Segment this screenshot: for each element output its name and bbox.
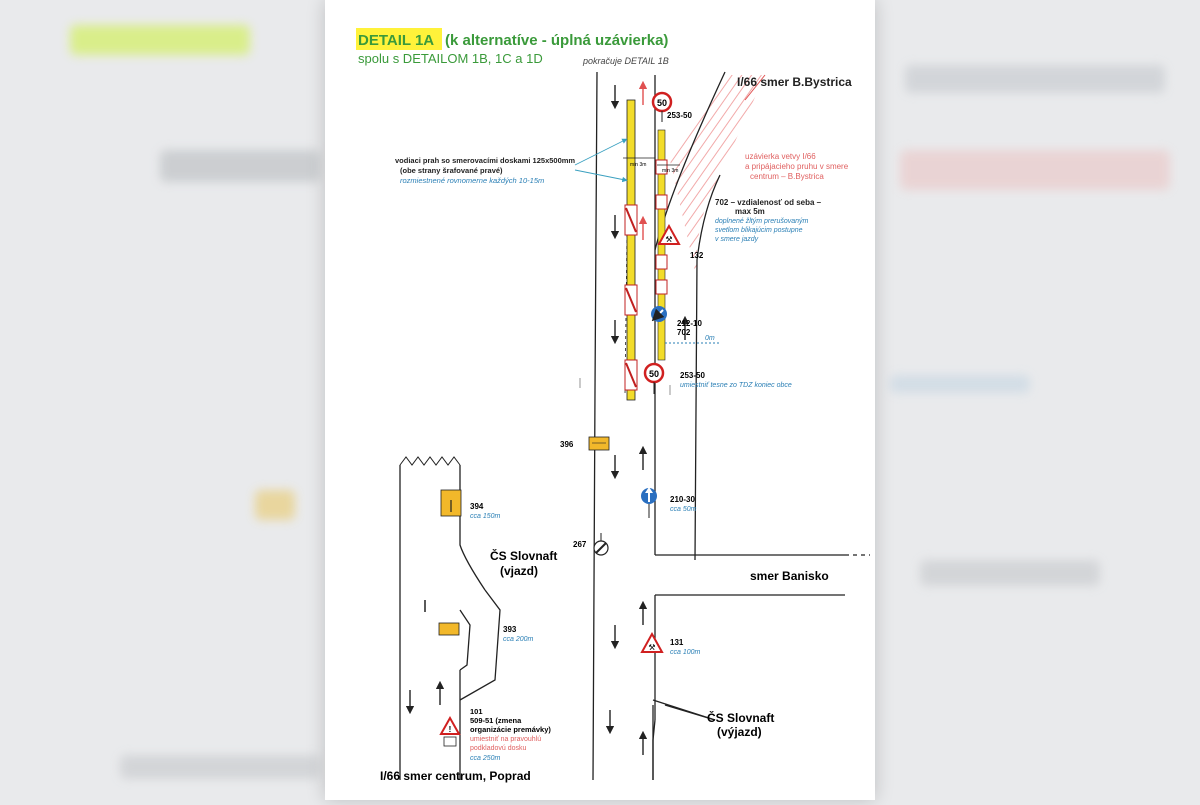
zero-m-label: 0m	[705, 335, 715, 342]
blurred-blue-right	[890, 375, 1030, 393]
side-road-left	[399, 456, 501, 780]
label-101-3: organizácie premávky)	[470, 725, 551, 734]
guiding-sill	[624, 99, 638, 401]
banisko-road	[655, 554, 870, 596]
closure-note-3: centrum – B.Bystrica	[750, 172, 824, 181]
blurred-text-right	[905, 65, 1165, 93]
sill-note-2: (obe strany šrafované pravé)	[400, 166, 503, 175]
continues-label: pokračuje DETAIL 1B	[582, 56, 669, 66]
label-393: 393	[503, 625, 517, 634]
label-101-2: 509-51 (zmena	[470, 716, 522, 725]
sill-note-3: rozmiestnené rovnomerne každých 10-15m	[400, 176, 544, 185]
s702-note-1: 702 – vzdialenosť od seba –	[715, 198, 822, 207]
blurred-sign-left	[255, 490, 295, 520]
label-212-1: 212-10	[677, 319, 702, 328]
s702-note-4: svetlom blikajúcim postupne	[715, 227, 803, 234]
blurred-text-right-2	[920, 560, 1100, 586]
main-road	[592, 71, 656, 781]
closure-note-1: uzávierka vetvy I/66	[745, 152, 816, 161]
sill-note-1: vodiaci prah so smerovacími doskami 125x…	[395, 156, 575, 165]
label-101-dist: cca 250m	[470, 755, 501, 762]
label-132: 132	[690, 251, 704, 260]
label-267: 267	[573, 540, 587, 549]
road-south-label: I/66 smer centrum, Poprad	[380, 769, 531, 783]
blurred-red-right	[900, 150, 1170, 190]
svg-text:50: 50	[649, 369, 659, 379]
blurred-text-left	[160, 150, 320, 182]
label-253-mid: 253-50	[680, 371, 705, 380]
label-131-dist: cca 100m	[670, 649, 701, 656]
small-markers	[579, 378, 671, 395]
end-restriction-sign-267	[593, 533, 609, 556]
label-253-mid-note: umiestniť tesne zo TDZ koniec obce	[680, 382, 792, 389]
sill-pointer-lines	[574, 138, 628, 183]
branch-road	[654, 71, 766, 561]
slovnaft-exit-label-1: ČS Slovnaft	[707, 710, 774, 725]
straight-ahead-sign-210	[641, 487, 657, 518]
slovnaft-exit-road	[652, 699, 716, 780]
slovnaft-entry-label-1: ČS Slovnaft	[490, 548, 557, 563]
s702-note-2: max 5m	[735, 207, 765, 216]
s702-note-3: doplnené žltým prerušovaným	[715, 218, 809, 225]
label-101-5: podkladovú dosku	[470, 745, 527, 752]
slovnaft-exit-label-2: (výjazd)	[717, 725, 762, 739]
min-3m-b: min 3m	[662, 168, 678, 174]
road-banisko-label: smer Banisko	[750, 569, 829, 583]
label-393-dist: cca 200m	[503, 636, 534, 643]
title-rest: (k alternatíve - úplná uzávierka)	[445, 32, 668, 49]
blurred-highlight	[70, 25, 250, 55]
subtitle: spolu s DETAILOM 1B, 1C a 1D	[358, 51, 543, 66]
svg-text:⚒: ⚒	[665, 235, 672, 244]
label-394-dist: cca 150m	[470, 513, 501, 520]
roadwork-warning-sign-131: ⚒	[640, 631, 664, 653]
speed-limit-sign-mid: 50	[643, 362, 665, 394]
min-3m-a: min 3m	[630, 162, 646, 168]
traffic-diagram: DETAIL 1A (k alternatíve - úplná uzávier…	[356, 28, 870, 783]
label-210-dist: cca 50m	[670, 506, 697, 513]
label-212-2: 702	[677, 328, 691, 337]
keep-left-sign-212	[651, 306, 667, 322]
label-101-4: umiestniť na pravouhlú	[470, 736, 541, 743]
speed-limit-sign-top: 50	[651, 91, 673, 122]
slovnaft-entry-label-2: (vjazd)	[500, 564, 538, 578]
direction-arrows	[405, 80, 690, 755]
svg-text:⚒: ⚒	[648, 643, 655, 652]
closure-note-2: a pripájacieho pruhu v smere	[745, 162, 849, 171]
diagram-sheet: DETAIL 1A (k alternatíve - úplná uzávier…	[325, 0, 875, 800]
info-board-393	[438, 622, 460, 636]
title-detail: DETAIL 1A	[358, 32, 434, 49]
title-highlight	[356, 28, 442, 50]
info-board-394	[440, 489, 462, 517]
label-131: 131	[670, 638, 684, 647]
label-396: 396	[560, 440, 574, 449]
label-101-1: 101	[470, 707, 483, 716]
info-board-396	[588, 436, 610, 451]
min-3m-dimension	[623, 157, 680, 166]
danger-sign-101: !	[439, 715, 461, 747]
label-253-top: 253-50	[667, 111, 692, 120]
label-210: 210-30	[670, 495, 695, 504]
svg-text:!: !	[449, 725, 452, 734]
blurred-text-left-2	[120, 755, 320, 779]
label-394: 394	[470, 502, 484, 511]
roadwork-warning-sign-132: ⚒	[657, 223, 681, 245]
road-north-label: I/66 smer B.Bystrica	[737, 75, 852, 89]
svg-text:50: 50	[657, 98, 667, 108]
s702-note-5: v smere jazdy	[715, 236, 759, 243]
